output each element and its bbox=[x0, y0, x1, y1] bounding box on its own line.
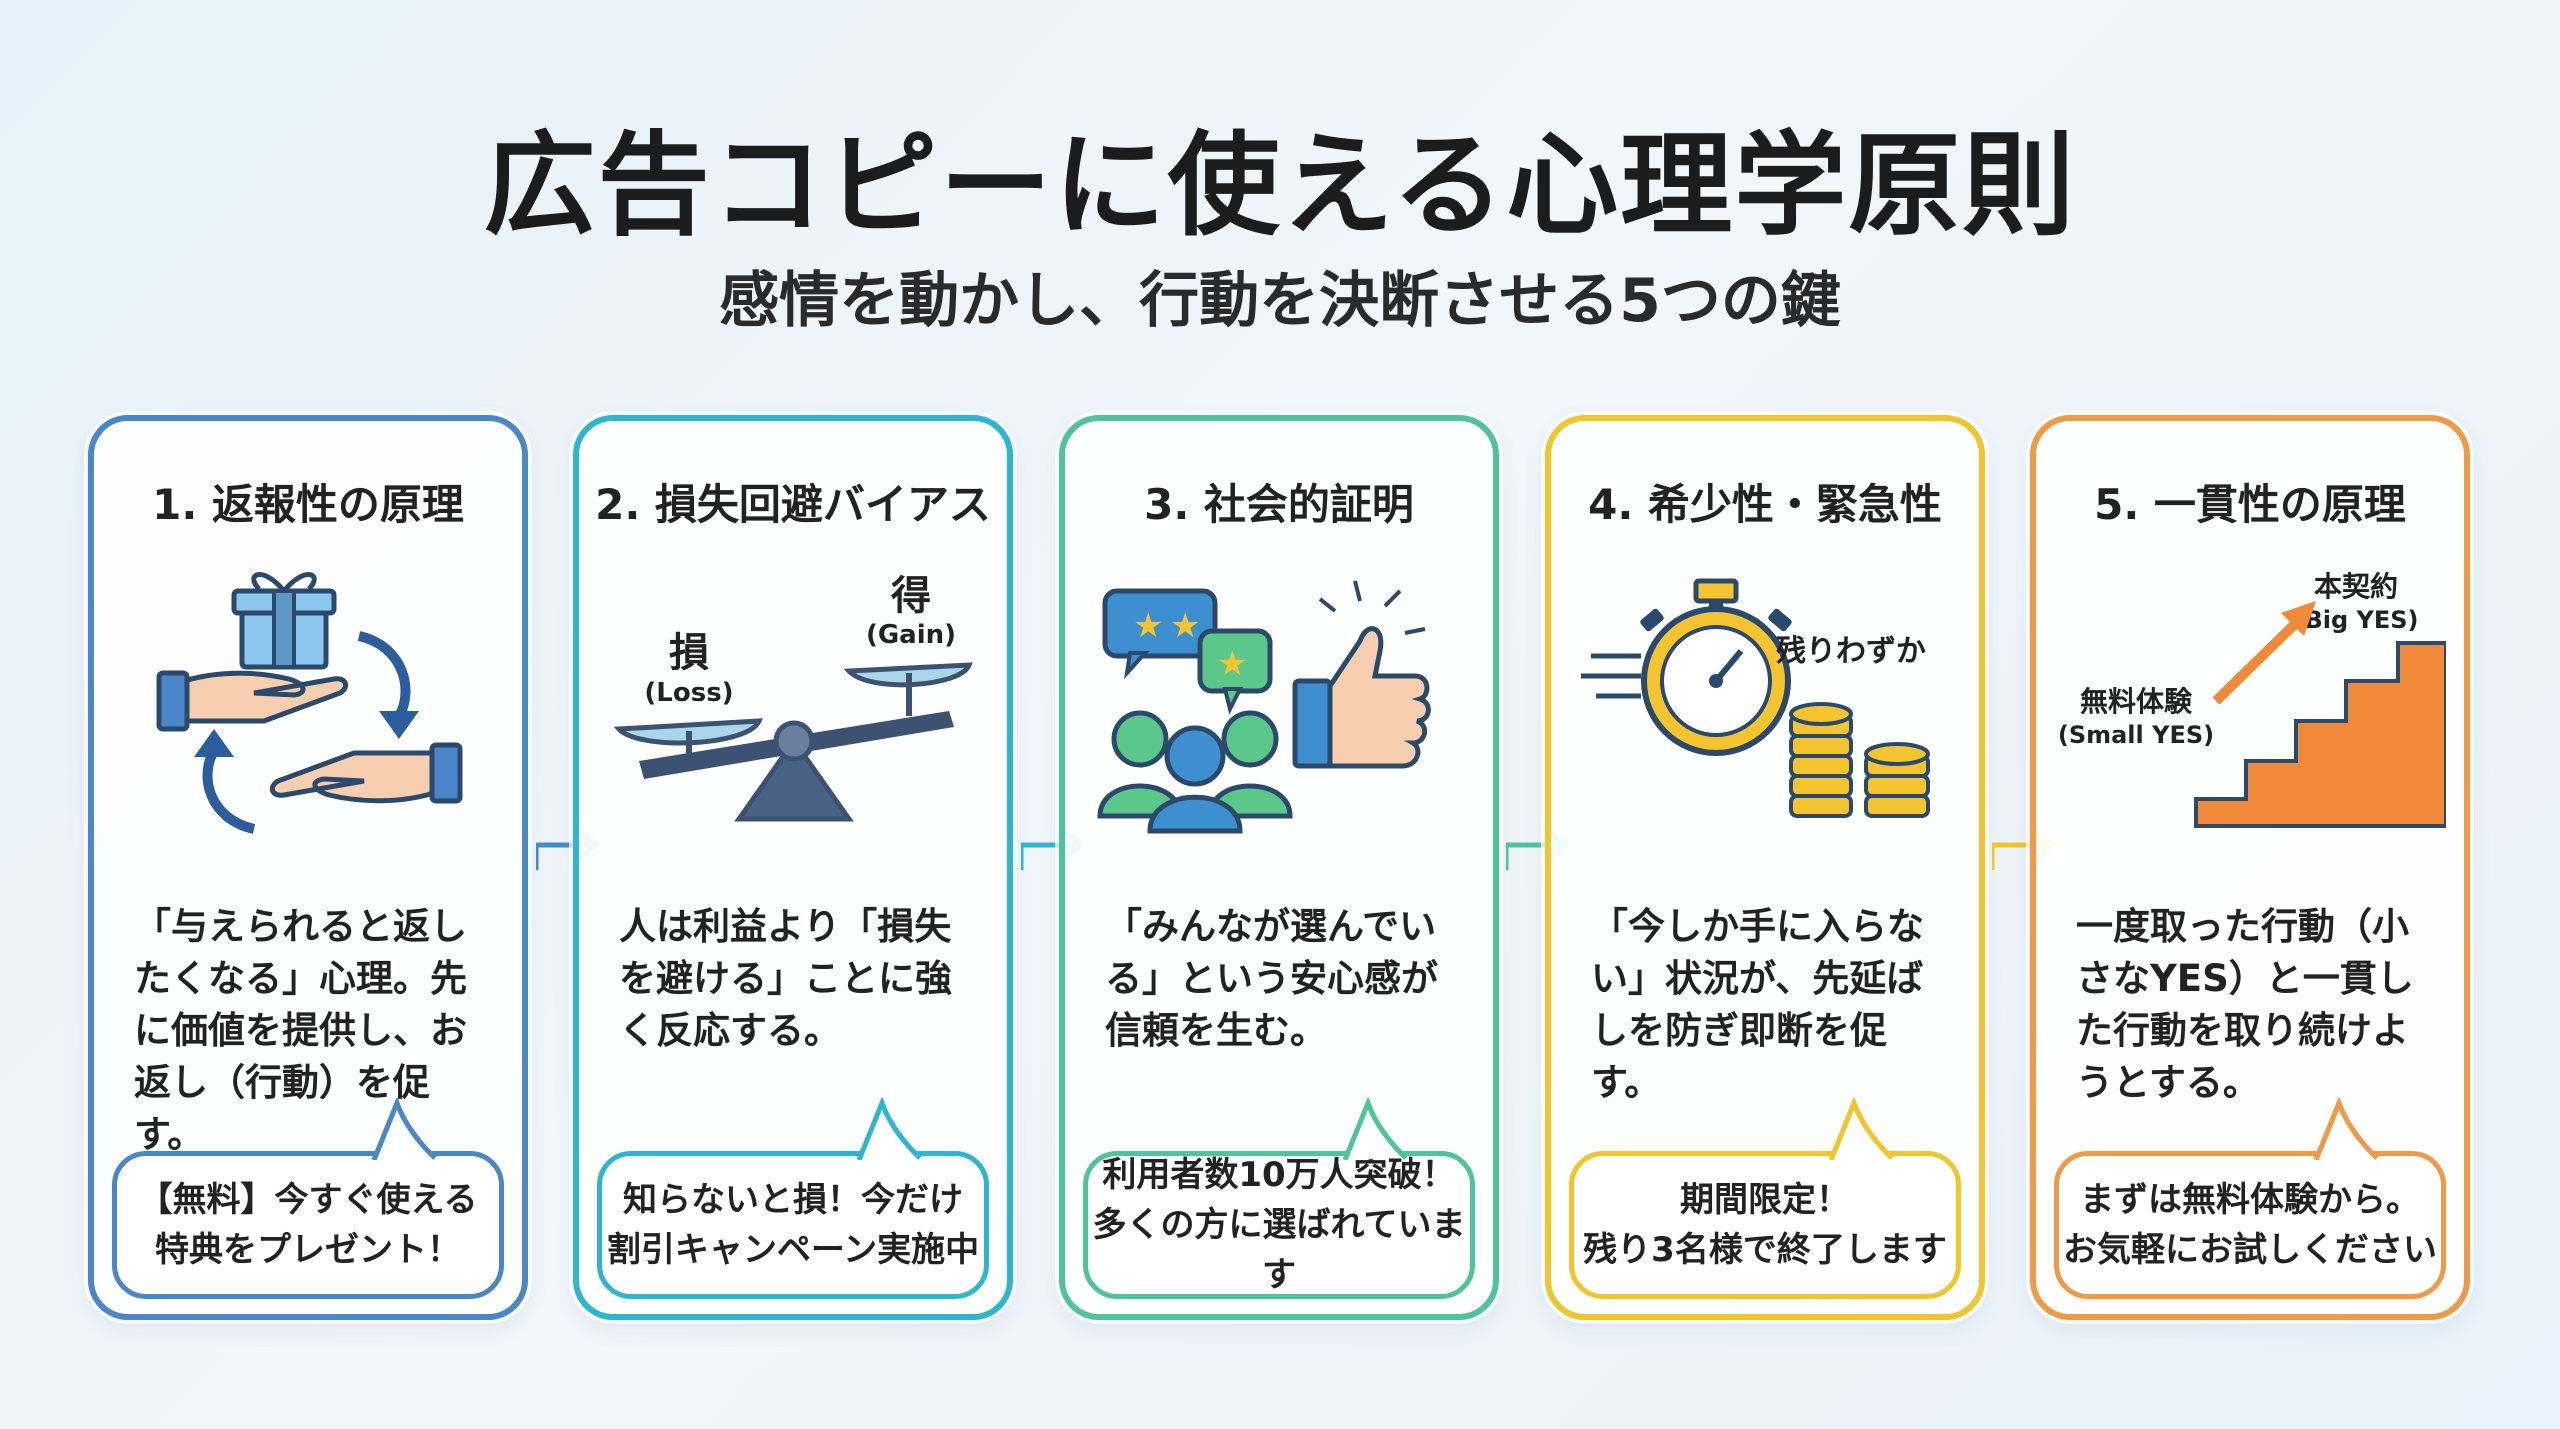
gain-label: 得 bbox=[891, 573, 931, 619]
speech-bubble-tail bbox=[1342, 1098, 1408, 1160]
principle-card-reciprocity: 1. 返報性の原理 「与えられると返したくなる」心理。先に価値を提供し、お返し（… bbox=[88, 415, 528, 1320]
example-line-2: 残り3名様で終了します bbox=[1583, 1230, 1947, 1270]
few-left-label: 残りわずか bbox=[1776, 634, 1926, 669]
small-yes-en-label: (Small YES) bbox=[2058, 721, 2214, 749]
card-title: 2. 損失回避バイアス bbox=[595, 480, 991, 529]
principle-card-loss-aversion: 2. 損失回避バイアス 損 (Loss) 得 (Gain) 人は利益より「損失を… bbox=[573, 415, 1013, 1320]
example-copy-bubble: 期間限定！ 残り3名様で終了します bbox=[1569, 1098, 1961, 1299]
card-title: 5. 一貫性の原理 bbox=[2094, 480, 2406, 529]
card-description: 「与えられると返したくなる」心理。先に価値を提供し、お返し（行動）を促す。 bbox=[134, 905, 467, 1156]
speech-bubble-tail bbox=[2313, 1098, 2379, 1160]
example-line-2: 割引キャンペーン実施中 bbox=[606, 1230, 980, 1270]
card-description: 「今しか手に入らない」状況が、先延ばしを防ぎ即断を促す。 bbox=[1591, 905, 1924, 1104]
example-line-2: 特典をプレゼント！ bbox=[155, 1230, 461, 1270]
speech-bubble-tail bbox=[1828, 1098, 1894, 1160]
people-reviews-thumbs-up-icon: ★ ★ ★ bbox=[1097, 580, 1431, 834]
example-copy-bubble: まずは無料体験から。 お気軽にお試しください bbox=[2054, 1098, 2446, 1299]
principle-card-social-proof: 3. 社会的証明 ★ ★ ★ 「みんなが選んでいる」という安心感が信頼を生む。 … bbox=[1059, 415, 1499, 1320]
example-line-1: 【無料】今すぐ使える bbox=[138, 1180, 478, 1220]
card-title: 3. 社会的証明 bbox=[1144, 480, 1414, 529]
gift-exchange-hands-icon bbox=[156, 572, 463, 834]
card-title: 4. 希少性・緊急性 bbox=[1588, 480, 1942, 529]
page-title: 広告コピーに使える心理学原則 bbox=[483, 121, 2077, 251]
example-copy-bubble: 利用者数10万人突破！ 多くの方に選ばれています bbox=[1083, 1098, 1475, 1299]
example-line-1: 知らないと損！今だけ bbox=[623, 1180, 963, 1220]
big-yes-label: 本契約 bbox=[2314, 570, 2398, 603]
example-copy-bubble: 【無料】今すぐ使える 特典をプレゼント！ bbox=[112, 1098, 504, 1299]
example-line-1: 期間限定！ bbox=[1680, 1180, 1850, 1220]
example-line-1: まずは無料体験から。 bbox=[2080, 1180, 2420, 1220]
star-icon: ★ bbox=[1217, 644, 1247, 684]
page-subtitle: 感情を動かし、行動を決断させる5つの鍵 bbox=[719, 266, 1841, 336]
speech-bubble-tail bbox=[856, 1098, 922, 1160]
example-line-1: 利用者数10万人突破！ bbox=[1102, 1155, 1456, 1195]
seesaw-balance-icon: 損 (Loss) 得 (Gain) bbox=[613, 573, 973, 822]
gain-en-label: (Gain) bbox=[866, 620, 956, 650]
card-title: 1. 返報性の原理 bbox=[152, 480, 464, 529]
card-description: 人は利益より「損失を避ける」ことに強く反応する。 bbox=[619, 905, 952, 1052]
star-icon: ★ bbox=[1170, 606, 1200, 646]
speech-bubble-tail bbox=[371, 1098, 437, 1160]
card-description: 一度取った行動（小さなYES）と一貫した行動を取り続けようとする。 bbox=[2076, 905, 2414, 1104]
principle-card-consistency: 5. 一貫性の原理 本契約 (Big YES) 無料体験 (Small YES)… bbox=[2030, 415, 2470, 1320]
loss-en-label: (Loss) bbox=[644, 678, 733, 708]
small-yes-label: 無料体験 bbox=[2080, 685, 2193, 718]
stairs-arrow-icon: 本契約 (Big YES) 無料体験 (Small YES) bbox=[2058, 570, 2446, 828]
stopwatch-coins-icon: 残りわずか bbox=[1581, 578, 1930, 818]
principle-card-scarcity: 4. 希少性・緊急性 残りわずか 「今しか手に入らない」状況が、先延ばしを防 bbox=[1545, 415, 1985, 1320]
example-copy-bubble: 知らないと損！今だけ 割引キャンペーン実施中 bbox=[597, 1098, 989, 1299]
example-line-2: お気軽にお試しください bbox=[2063, 1230, 2437, 1270]
example-line-2: 多くの方に選ばれています bbox=[1092, 1205, 1466, 1295]
star-icon: ★ bbox=[1133, 606, 1163, 646]
big-yes-en-label: (Big YES) bbox=[2293, 606, 2418, 634]
card-description: 「みんなが選んでいる」という安心感が信頼を生む。 bbox=[1105, 905, 1438, 1052]
loss-label: 損 bbox=[669, 630, 709, 676]
